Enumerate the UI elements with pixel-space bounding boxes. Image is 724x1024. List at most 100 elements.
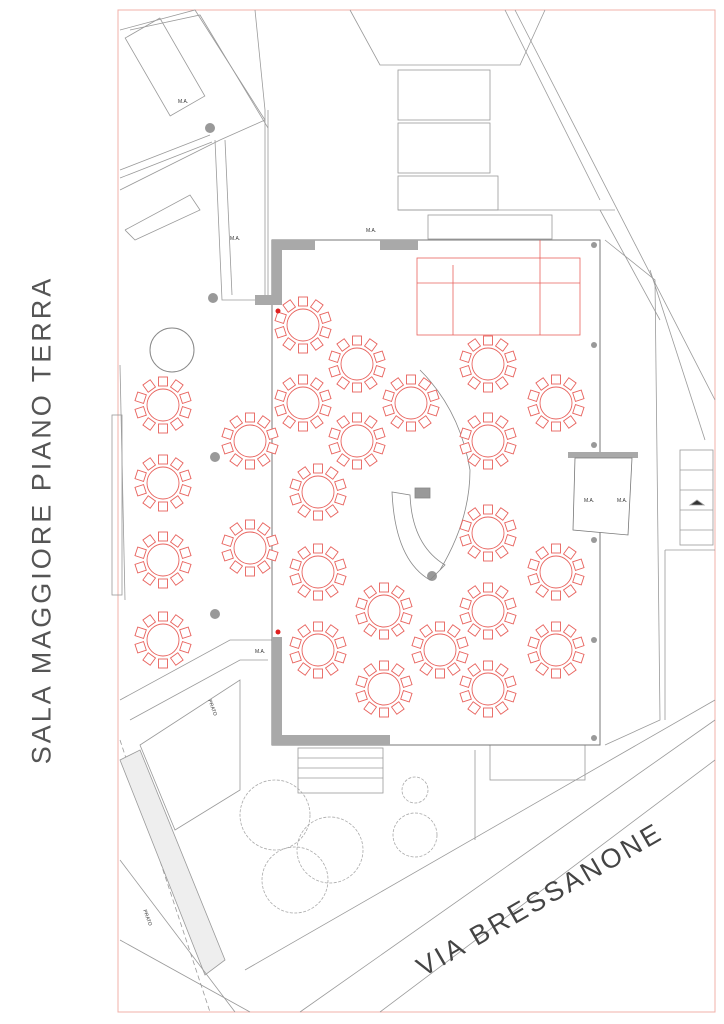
chair (142, 379, 157, 393)
chair (158, 531, 168, 542)
chair (467, 376, 482, 390)
chair (562, 546, 577, 560)
chair (324, 624, 339, 638)
chair (527, 573, 540, 586)
chair (456, 636, 469, 649)
chair (319, 389, 332, 402)
chair (527, 651, 540, 664)
chair (158, 578, 168, 589)
round-table (134, 376, 192, 434)
trees (239, 776, 438, 914)
chair (221, 442, 234, 455)
round-table (355, 660, 413, 718)
round-table (274, 374, 332, 432)
chair (456, 651, 469, 664)
chair (221, 427, 234, 440)
table-top (301, 475, 335, 509)
chair (427, 389, 440, 402)
chair (562, 624, 577, 638)
chair (527, 404, 540, 417)
chair (527, 636, 540, 649)
round-tables (134, 296, 585, 718)
chair (134, 469, 147, 482)
chair (324, 662, 339, 676)
chair (334, 636, 347, 649)
chair (324, 546, 339, 560)
chair (355, 597, 368, 610)
chair (179, 641, 192, 654)
chair (527, 558, 540, 571)
svg-text:M.A.: M.A. (178, 99, 188, 105)
round-table (134, 454, 192, 512)
chair (562, 377, 577, 391)
chair (562, 415, 577, 429)
chair (535, 624, 550, 638)
chair (483, 504, 493, 515)
chair (551, 590, 561, 601)
chair (134, 641, 147, 654)
table-top (301, 555, 335, 589)
chair (390, 377, 405, 391)
chair (142, 614, 157, 628)
chair (467, 545, 482, 559)
chair (134, 561, 147, 574)
chair (467, 507, 482, 521)
chair (179, 561, 192, 574)
chair (169, 379, 184, 393)
chair (169, 652, 184, 666)
chair (572, 573, 585, 586)
svg-text:M.A.: M.A. (584, 498, 594, 504)
chair (483, 412, 493, 423)
chair (363, 376, 378, 390)
chair (504, 675, 517, 688)
chair (297, 624, 312, 638)
round-table (527, 621, 585, 679)
round-table (274, 296, 332, 354)
chair (266, 442, 279, 455)
round-table (459, 582, 517, 640)
table-top (471, 347, 505, 381)
chair (313, 510, 323, 521)
table-top (394, 386, 428, 420)
chair (467, 585, 482, 599)
chair (297, 584, 312, 598)
table-top (340, 347, 374, 381)
chair (313, 668, 323, 679)
chair (319, 404, 332, 417)
chair (221, 534, 234, 547)
table-top (301, 633, 335, 667)
chair (256, 415, 271, 429)
table-top (233, 424, 267, 458)
chair (551, 668, 561, 679)
chair (179, 626, 192, 639)
chair (319, 326, 332, 339)
chair (459, 442, 472, 455)
round-table (221, 519, 279, 577)
round-table (328, 412, 386, 470)
chair (352, 459, 362, 470)
chair (336, 338, 351, 352)
chair (352, 382, 362, 393)
chair (179, 406, 192, 419)
chair (142, 495, 157, 509)
chair (494, 453, 509, 467)
table-top (471, 424, 505, 458)
chair (256, 453, 271, 467)
chair (158, 611, 168, 622)
chair (551, 374, 561, 385)
chair (494, 545, 509, 559)
chair (504, 350, 517, 363)
chair (328, 365, 341, 378)
chair (169, 495, 184, 509)
chair (363, 585, 378, 599)
chair (336, 415, 351, 429)
chair (334, 558, 347, 571)
chair (289, 573, 302, 586)
chair (282, 299, 297, 313)
chair (309, 377, 324, 391)
table-top (539, 386, 573, 420)
chair (483, 707, 493, 718)
chair (411, 636, 424, 649)
chair (504, 427, 517, 440)
chair (417, 415, 432, 429)
